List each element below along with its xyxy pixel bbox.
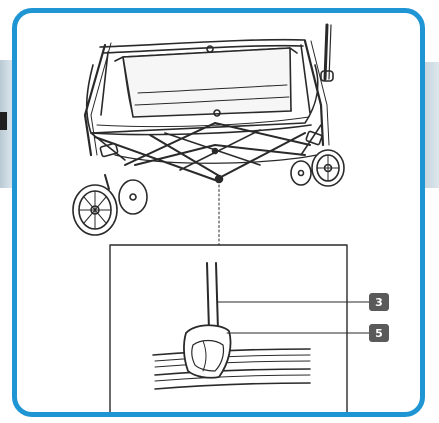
callout-3: 3 [369,293,389,311]
wagon-undercarriage [94,122,318,184]
callout-5: 5 [369,324,389,342]
detail-view [152,262,311,390]
wagon-handle [320,23,334,82]
right-page-tab [425,62,439,188]
illustration-frame: 3 5 [12,8,425,417]
detail-box [109,244,348,412]
wagon-illustration [72,23,370,412]
wagon-wheel-back-left [118,179,148,215]
wagon-wheel-front-left [72,174,118,236]
left-tab-marker [0,112,7,130]
wagon-wheel-back-right [290,160,312,186]
wagon-wheel-front-right [311,149,345,187]
wagon-basket [85,38,319,136]
